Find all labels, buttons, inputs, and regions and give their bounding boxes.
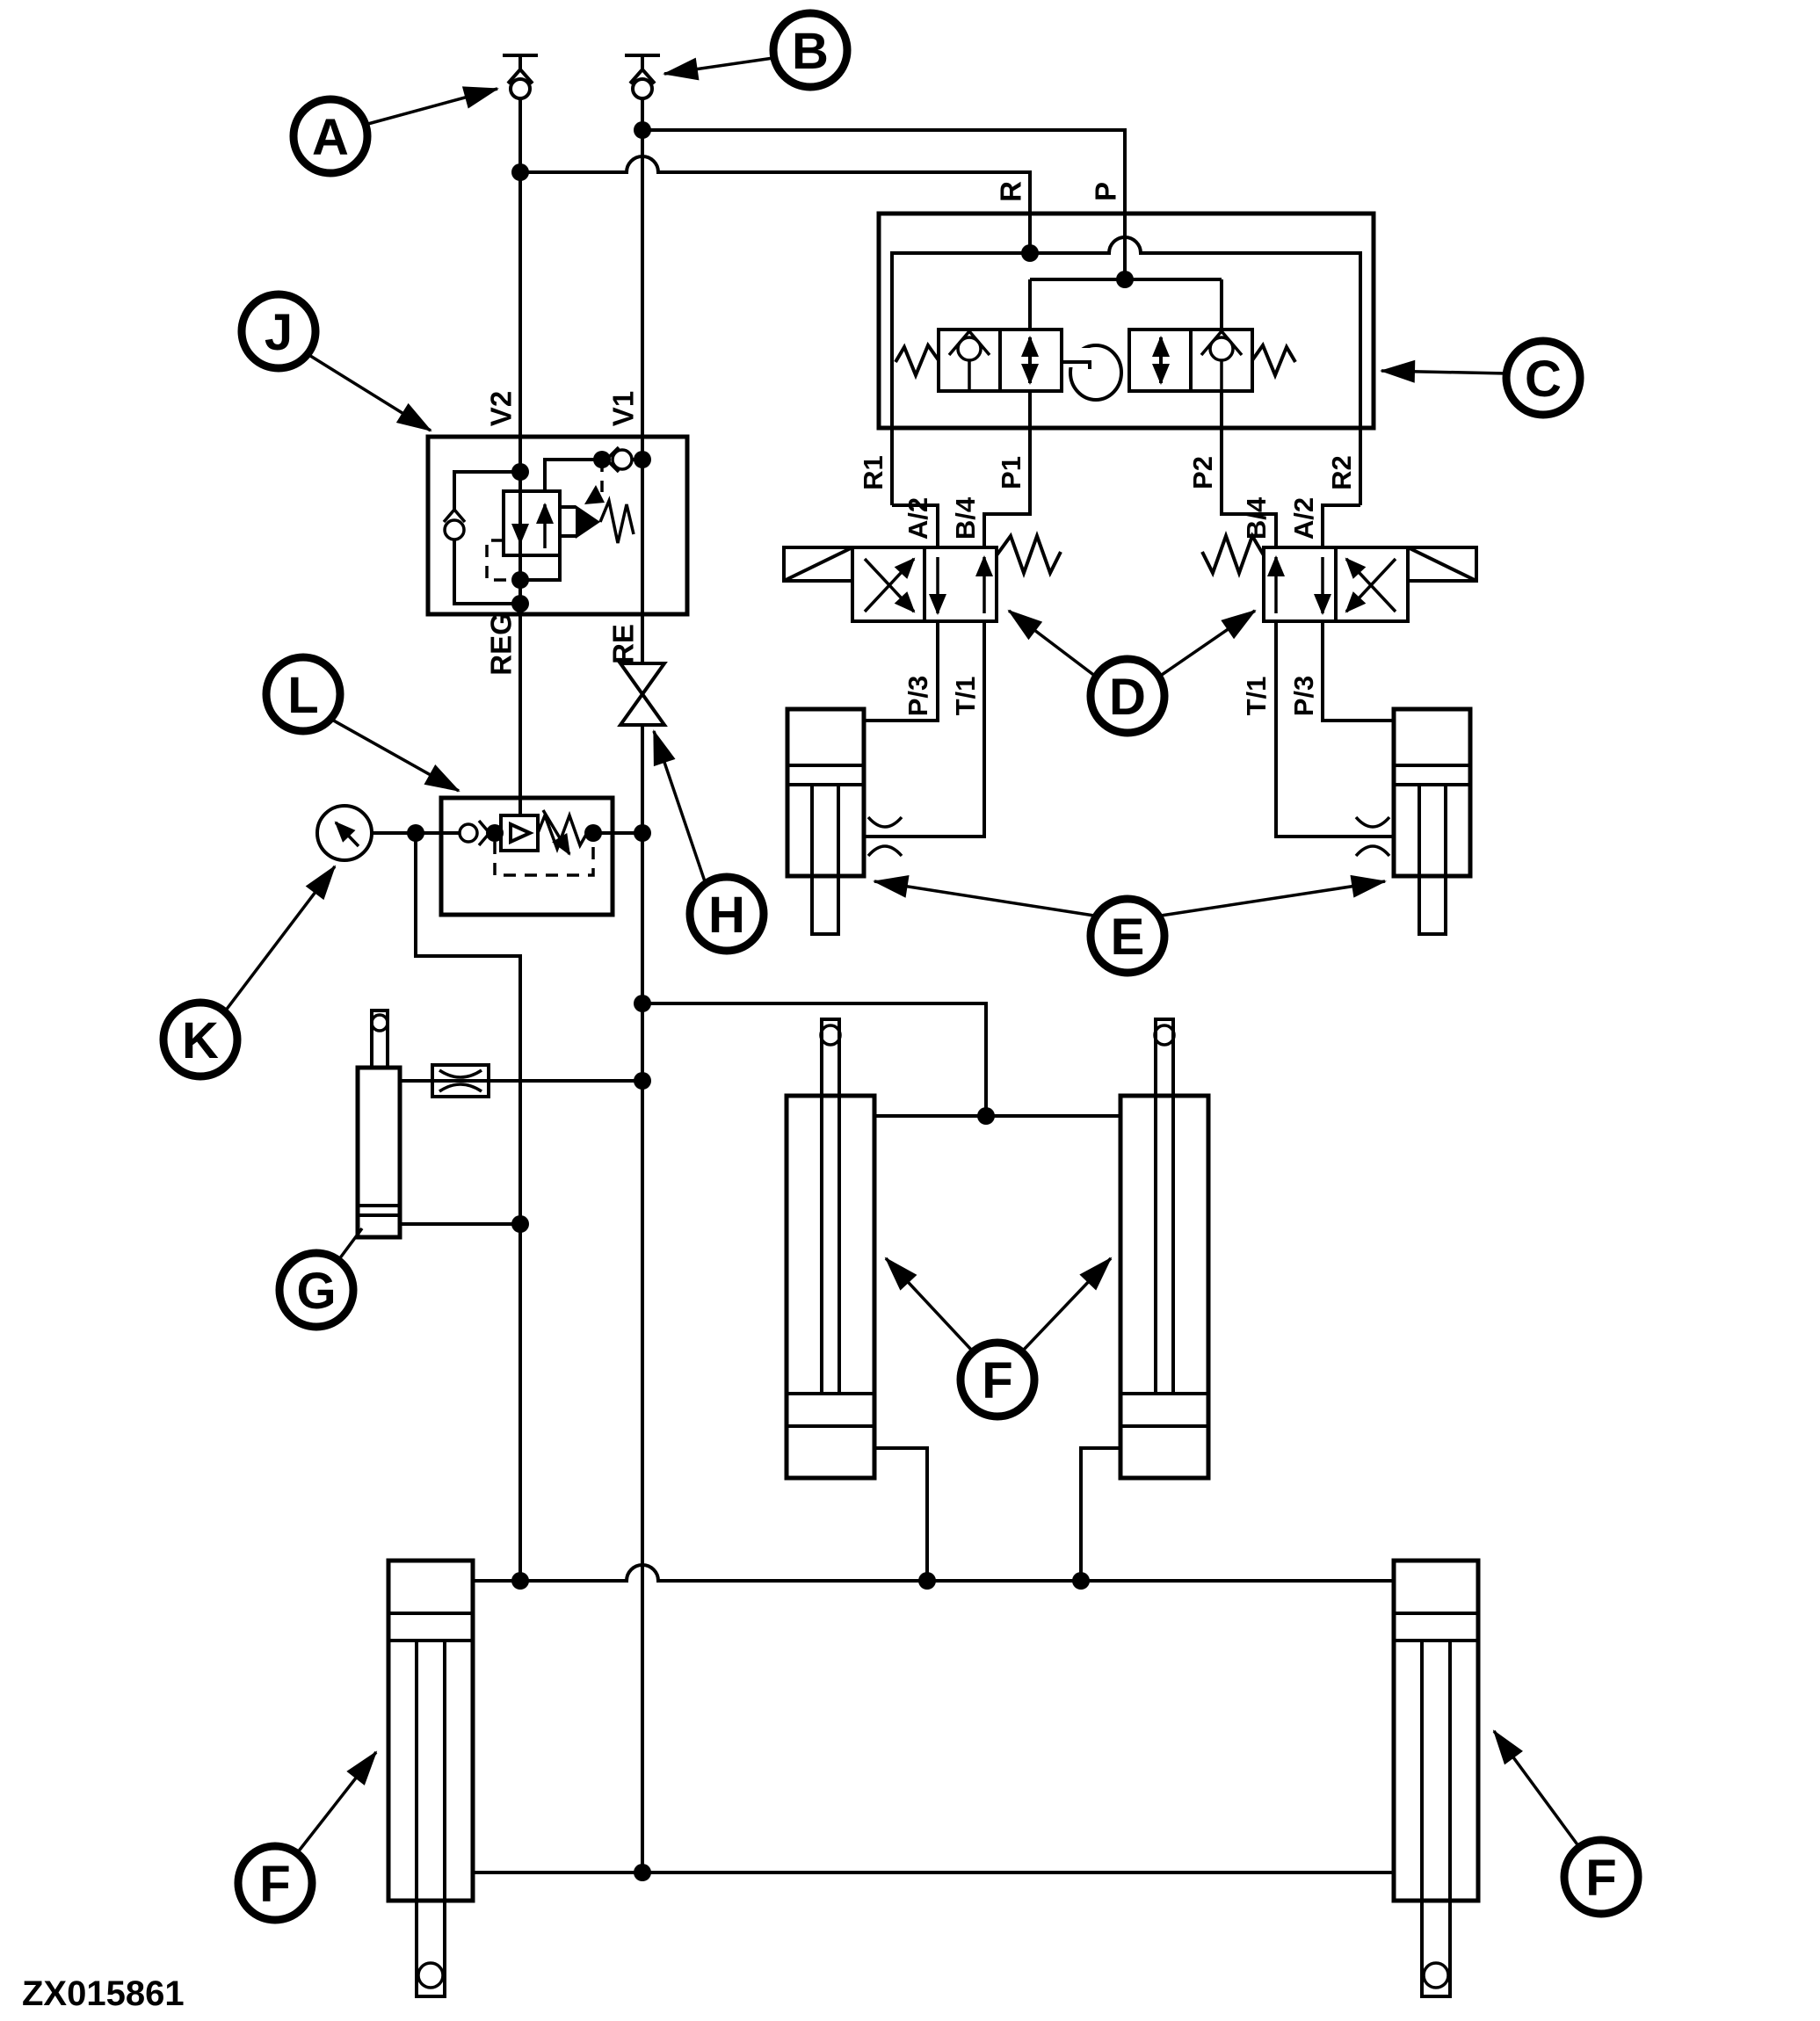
label-t1-right: T/1 bbox=[1241, 677, 1272, 716]
valve-block-c bbox=[876, 211, 1376, 547]
pressure-gauge-k bbox=[315, 804, 373, 862]
cam-link-icon bbox=[1062, 344, 1123, 402]
svg-text:J: J bbox=[265, 304, 293, 361]
junction-dots bbox=[407, 121, 1134, 1881]
label-p2: P2 bbox=[1187, 456, 1218, 489]
cylinder-f-bottom-right bbox=[1391, 1558, 1481, 1998]
pipe-lines bbox=[372, 98, 1394, 1874]
svg-text:G: G bbox=[296, 1263, 336, 1320]
cylinder-f-mid-right bbox=[1118, 1018, 1211, 1481]
svg-text:K: K bbox=[182, 1012, 219, 1069]
cylinder-g bbox=[355, 1009, 490, 1240]
label-p3-right: P/3 bbox=[1288, 676, 1319, 717]
label-a2-left: A/2 bbox=[903, 497, 933, 540]
reducing-valve-l bbox=[439, 795, 615, 917]
restrictor-box-icon bbox=[431, 1063, 490, 1098]
pilot-check-right-icon bbox=[1200, 329, 1244, 391]
svg-text:H: H bbox=[708, 887, 745, 944]
callout-f-bottom-left: F bbox=[234, 1750, 378, 1924]
label-r: R bbox=[995, 181, 1027, 202]
svg-text:A: A bbox=[312, 109, 349, 166]
label-b4-right: B/4 bbox=[1241, 496, 1272, 540]
label-a2-right: A/2 bbox=[1288, 497, 1319, 540]
svg-text:C: C bbox=[1525, 351, 1562, 408]
callout-l: L bbox=[262, 653, 460, 793]
svg-text:D: D bbox=[1109, 669, 1146, 726]
label-r2: R2 bbox=[1326, 455, 1357, 490]
callout-g: G bbox=[275, 1227, 364, 1331]
label-re: RE bbox=[607, 624, 640, 664]
cylinder-f-mid-left bbox=[784, 1018, 877, 1481]
label-v1: V1 bbox=[607, 391, 640, 426]
solenoid-valve-right bbox=[1200, 531, 1478, 838]
callout-c: C bbox=[1380, 337, 1584, 419]
label-p: P bbox=[1090, 182, 1122, 201]
label-r1: R1 bbox=[858, 455, 888, 490]
label-v2: V2 bbox=[485, 391, 518, 426]
pilot-check-left-icon bbox=[947, 329, 991, 391]
shutoff-valve-h bbox=[617, 662, 668, 727]
cylinder-f-bottom-left bbox=[386, 1558, 475, 1998]
label-p1: P1 bbox=[996, 456, 1026, 489]
cylinder-e-left bbox=[785, 706, 903, 936]
label-p3-left: P/3 bbox=[903, 676, 933, 717]
callout-k: K bbox=[159, 865, 337, 1081]
svg-text:E: E bbox=[1111, 909, 1145, 966]
restrictor-icon bbox=[1354, 815, 1391, 858]
test-port-a bbox=[503, 54, 538, 100]
svg-text:F: F bbox=[259, 1856, 290, 1913]
callout-f-bottom-right: F bbox=[1492, 1729, 1642, 1918]
test-port-b bbox=[625, 54, 660, 100]
solenoid-valve-left bbox=[782, 531, 1062, 838]
label-t1-left: T/1 bbox=[950, 677, 981, 716]
svg-text:F: F bbox=[1585, 1850, 1616, 1907]
figure-code: ZX015861 bbox=[22, 1974, 185, 2013]
svg-text:B: B bbox=[792, 23, 829, 80]
callout-e: E bbox=[873, 874, 1387, 977]
label-b4-left: B/4 bbox=[950, 496, 981, 540]
svg-text:L: L bbox=[287, 667, 318, 724]
callout-a: A bbox=[289, 86, 499, 177]
callout-f-middle: F bbox=[884, 1257, 1113, 1421]
callouts: A B C D E F bbox=[159, 9, 1642, 1924]
callout-h: H bbox=[652, 729, 768, 955]
port-labels: R P R1 P1 P2 R2 A/2 B/4 P/3 T/1 B/4 A/2 … bbox=[485, 181, 1357, 716]
callout-j: J bbox=[237, 290, 432, 432]
callout-d: D bbox=[1007, 609, 1257, 737]
callout-b: B bbox=[663, 9, 852, 91]
label-reg: REG bbox=[485, 612, 518, 676]
svg-text:F: F bbox=[982, 1352, 1012, 1409]
cylinder-e-right bbox=[1354, 706, 1473, 936]
restrictor-icon bbox=[866, 815, 903, 858]
